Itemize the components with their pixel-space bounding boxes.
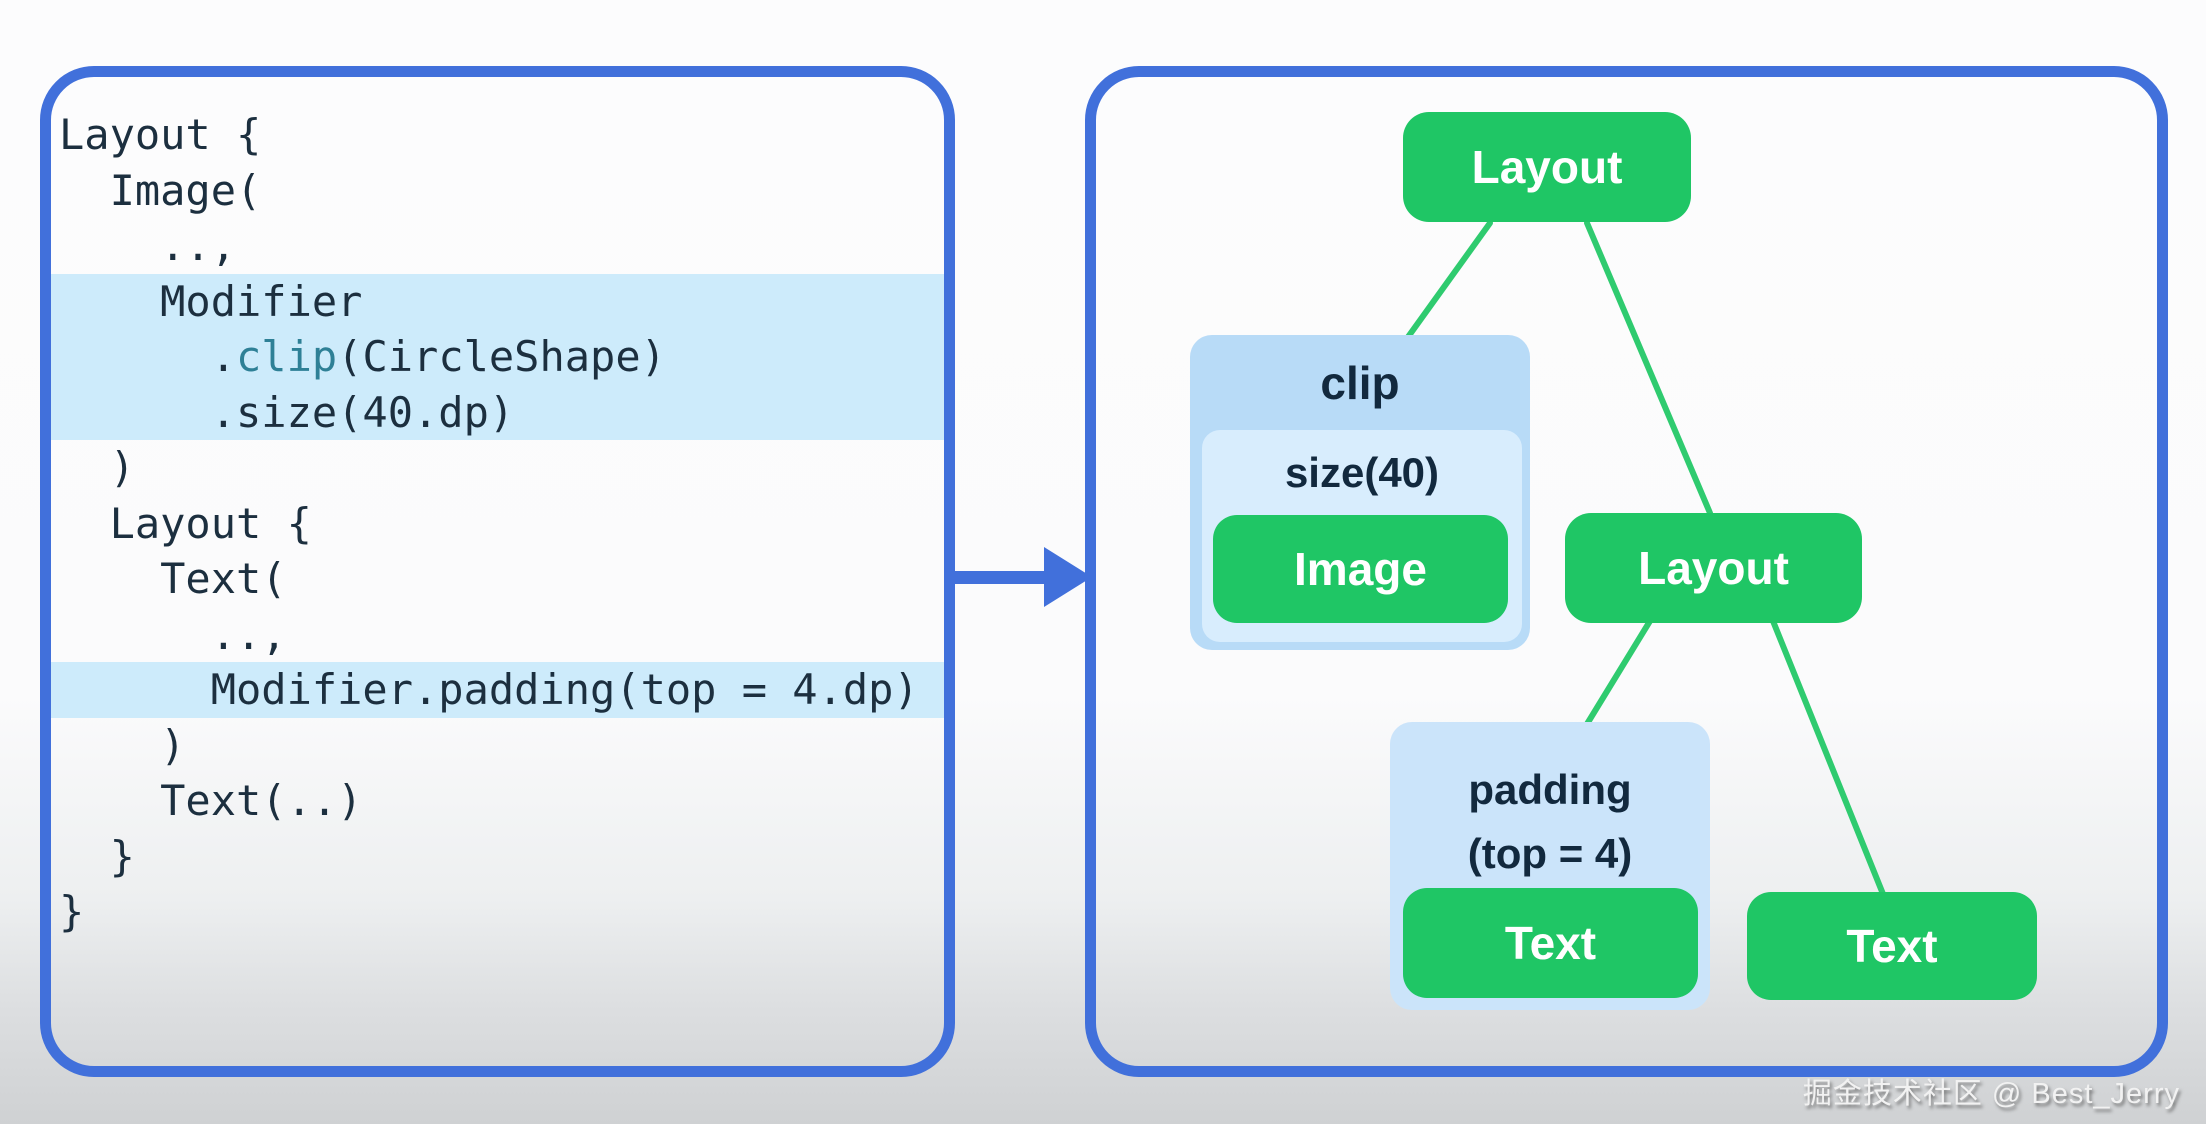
code-segment: ) xyxy=(59,443,135,492)
code-segment: (CircleShape) xyxy=(337,332,666,381)
code-line: .size(40.dp) xyxy=(51,384,944,440)
code-line: .clip(CircleShape) xyxy=(51,329,944,385)
flow-arrow-line xyxy=(948,571,1052,584)
tree-node-layout-child: Layout xyxy=(1565,513,1862,623)
code-line: } xyxy=(51,884,944,940)
edge-layout2-to-text2 xyxy=(1770,618,1886,897)
code-segment: Modifier.padding(top = 4.dp) xyxy=(59,665,919,714)
tree-node-layout-root: Layout xyxy=(1403,112,1691,222)
flow-arrow-head-icon xyxy=(1044,547,1092,607)
clip-label: clip xyxy=(1320,356,1400,409)
edge-root-to-layout2 xyxy=(1584,220,1713,516)
code-line: Text(..) xyxy=(51,773,944,829)
watermark: 掘金技术社区 @ Best_Jerry xyxy=(1802,1078,2180,1110)
edge-root-to-clip xyxy=(1405,220,1493,340)
padding-label-line2: (top = 4) xyxy=(1467,830,1633,877)
size-label: size(40) xyxy=(1284,448,1440,496)
code-line: .., xyxy=(51,218,944,274)
code-segment: Modifier xyxy=(59,276,363,326)
code-segment: .size(40.dp) xyxy=(59,387,515,437)
edge-layout2-to-padding xyxy=(1584,618,1653,727)
code-line: Layout { xyxy=(51,496,944,552)
code-line: Modifier.padding(top = 4.dp) xyxy=(51,662,944,718)
code-segment: Text( xyxy=(59,554,287,603)
code-segment: Layout { xyxy=(59,110,262,159)
code-segment: .., xyxy=(59,609,287,659)
tree-node-text-left: Text xyxy=(1403,888,1698,998)
code-segment: } xyxy=(59,887,85,936)
code-segment: ) xyxy=(59,720,186,770)
code-segment: Image( xyxy=(59,165,262,215)
code-line: ) xyxy=(51,718,944,774)
code-line: Layout { xyxy=(51,107,944,163)
code-block: Layout { Image( .., Modifier .clip(Circl… xyxy=(51,107,944,940)
code-line: } xyxy=(51,829,944,885)
code-line: ) xyxy=(51,440,944,496)
code-line: Modifier xyxy=(51,273,944,329)
code-segment-method: clip xyxy=(236,332,338,381)
padding-label: padding (top = 4) xyxy=(1390,722,1710,886)
code-line: .., xyxy=(51,607,944,663)
tree-node-image: Image xyxy=(1213,515,1508,623)
code-segment: Text(..) xyxy=(59,776,363,825)
code-line: Image( xyxy=(51,163,944,219)
tree-node-text-right: Text xyxy=(1747,892,2037,1000)
padding-label-line1: padding xyxy=(1468,766,1632,813)
code-line: Text( xyxy=(51,551,944,607)
code-segment: . xyxy=(59,332,237,381)
code-segment: } xyxy=(59,831,135,881)
code-segment: Layout { xyxy=(59,498,312,548)
code-segment: .., xyxy=(59,221,237,270)
